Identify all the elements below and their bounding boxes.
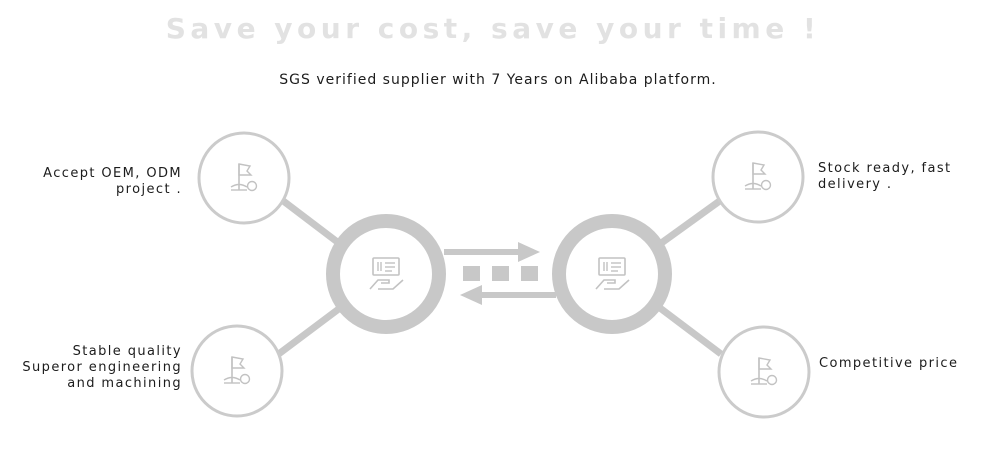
- feature-circle-bottom-right: [717, 325, 811, 419]
- hub-circle-right: [552, 214, 672, 334]
- feature-circle-top-right: [711, 130, 805, 224]
- hub-circle-left: [326, 214, 446, 334]
- page-subtitle: SGS verified supplier with 7 Years on Al…: [279, 72, 717, 88]
- page-title: Save your cost, save your time !: [165, 12, 821, 45]
- connector-lines: [273, 197, 724, 359]
- exchange-arrows: [444, 242, 556, 305]
- feature-circle-top-left: [197, 131, 291, 225]
- feature-label-stock-ready: Stock ready, fast delivery .: [818, 161, 952, 192]
- feature-label-oem-odm: Accept OEM, ODM project .: [43, 166, 182, 197]
- feature-label-stable-quality: Stable quality Superor engineering and m…: [22, 344, 182, 391]
- feature-circle-bottom-left: [190, 324, 284, 418]
- feature-label-competitive-price: Competitive price: [819, 356, 959, 371]
